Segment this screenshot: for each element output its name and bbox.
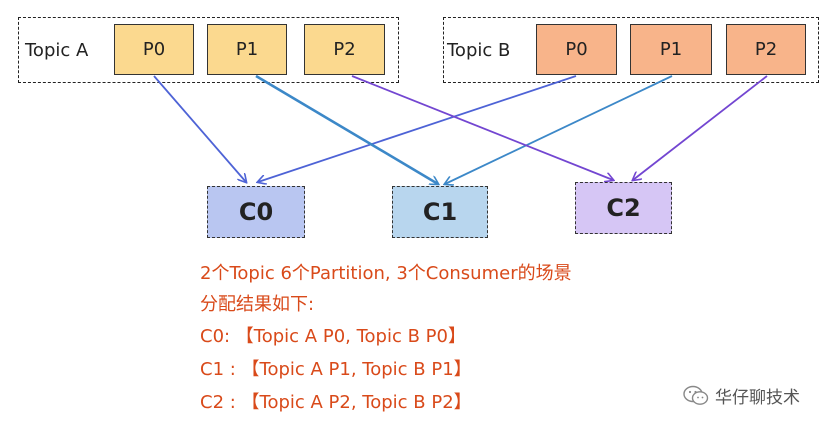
topic-a-partition-p0: P0 — [114, 24, 194, 75]
topic-b-partition-p2: P2 — [726, 24, 806, 75]
topic-a-partition-p1: P1 — [207, 24, 287, 75]
scenario-description: 2个Topic 6个Partition, 3个Consumer的场景 — [200, 263, 572, 284]
result-c1: C1 : 【Topic A P1, Topic B P1】 — [200, 359, 472, 380]
result-c2: C2 : 【Topic A P2, Topic B P2】 — [200, 392, 472, 413]
watermark: 华仔聊技术 — [683, 383, 800, 408]
consumer-c2: C2 — [575, 182, 672, 234]
arrow-topic-b-p2-to-c2 — [633, 75, 768, 180]
topic-a-partition-p2: P2 — [304, 24, 385, 75]
arrow-topic-b-p1-to-c1 — [445, 75, 673, 184]
topic-b-partition-p0: P0 — [536, 24, 617, 75]
topic-a-group — [18, 17, 399, 83]
arrow-topic-a-p0-to-c0 — [153, 75, 246, 182]
topic-b-partition-p1: P1 — [630, 24, 712, 75]
consumer-c1: C1 — [392, 186, 488, 238]
consumer-c0: C0 — [207, 186, 305, 238]
topic-a-label: Topic A — [25, 40, 89, 61]
arrow-topic-a-p2-to-c2 — [351, 75, 613, 180]
watermark-text: 华仔聊技术 — [715, 388, 800, 408]
result-c0: C0: 【Topic A P0, Topic B P0】 — [200, 326, 466, 347]
result-heading: 分配结果如下: — [200, 294, 315, 315]
topic-b-label: Topic B — [447, 40, 511, 61]
arrow-topic-a-p1-to-c1 — [255, 74, 438, 184]
topic-b-group — [443, 17, 819, 83]
arrow-topic-b-p0-to-c0 — [258, 75, 577, 182]
wechat-icon — [683, 385, 709, 407]
